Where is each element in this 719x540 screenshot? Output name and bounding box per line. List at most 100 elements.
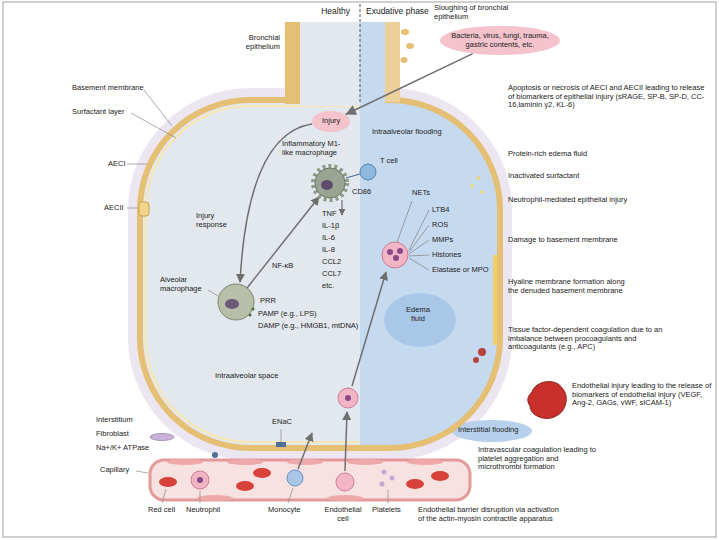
label: Histones — [432, 251, 461, 260]
label: IL-8 — [322, 246, 335, 255]
label: PRR — [260, 297, 276, 306]
inactivated-surfactant — [470, 176, 484, 194]
sloughed-cell — [401, 57, 408, 63]
platelet — [390, 476, 395, 481]
label: AECII — [104, 204, 124, 213]
bronchial-wall — [285, 22, 300, 104]
t-cell — [360, 164, 376, 180]
label: Endothelial barrier disruption via activ… — [418, 506, 563, 523]
endothelial-cells — [167, 459, 443, 501]
label: Exudative phase — [366, 7, 429, 17]
endothelial-cell — [347, 459, 383, 465]
label: ENaC — [272, 418, 292, 427]
mediator-line — [409, 255, 429, 256]
label: Injury response — [196, 212, 238, 229]
label: ROS — [432, 221, 448, 230]
label: LTB4 — [432, 206, 449, 215]
leader-line — [200, 491, 201, 503]
capillary — [150, 460, 470, 500]
leader-line — [136, 471, 148, 473]
neutrophil — [338, 388, 358, 408]
fibroblast — [150, 434, 174, 441]
label: Red cell — [148, 506, 175, 515]
nucleus — [225, 299, 239, 309]
nucleus-lobe — [393, 255, 399, 261]
red-cells — [159, 468, 449, 491]
red-cell — [431, 471, 449, 481]
leader-line — [288, 488, 293, 503]
endothelial-cell — [287, 459, 323, 465]
alveolar-epithelium — [140, 100, 500, 448]
nucleus-lobe — [387, 249, 393, 255]
bronchial-lumen — [360, 22, 385, 106]
monocyte — [287, 470, 303, 486]
mediator-line — [397, 201, 412, 242]
node-text: Bacteria, virus, fungi, trauma, gastric … — [450, 32, 550, 49]
label: Tissue factor-dependent coagulation due … — [508, 326, 680, 352]
endothelial-cell — [197, 495, 233, 501]
label: Elastase or MPO — [432, 266, 489, 275]
surfactant-dot — [480, 190, 484, 194]
label: Bronchial epithelium — [218, 34, 280, 51]
leader-line — [281, 429, 282, 443]
label: Platelets — [372, 506, 401, 515]
migration-arrow — [345, 412, 347, 471]
flooded-alveolar-space — [360, 100, 500, 448]
enac-channel — [276, 442, 286, 447]
label: Interstitial flooding — [458, 426, 518, 435]
platelet — [382, 470, 387, 475]
label: Fibroblast — [96, 430, 129, 439]
receptor — [252, 308, 255, 311]
leader-line — [131, 113, 176, 138]
label: Endothelial injury leading to the releas… — [572, 382, 712, 408]
na-k-pump — [212, 452, 218, 458]
endothelial-cell — [407, 459, 443, 465]
activation-arrow — [247, 197, 319, 288]
label: NF-κB — [272, 262, 293, 271]
red-cell — [236, 481, 254, 491]
label: Apoptosis or necrosis of AECI and AECII … — [508, 84, 708, 110]
divider — [360, 4, 361, 104]
cd86-contact — [346, 174, 360, 178]
leader-line — [127, 164, 147, 165]
mediator-line — [409, 240, 429, 254]
label: Inflammatory M1-like macrophage — [282, 140, 350, 157]
alveolar-macrophage — [218, 284, 254, 320]
leader-line — [127, 208, 138, 209]
surfactant-dot — [470, 184, 474, 188]
label: Damage to basement membrane — [508, 236, 618, 245]
neutrophil — [336, 473, 354, 491]
leader-line — [208, 290, 218, 296]
edema-fluid — [384, 293, 456, 347]
label: CD86 — [352, 188, 371, 197]
red-cell — [159, 477, 177, 487]
mediator-line — [409, 210, 429, 250]
label: CCL2 — [322, 258, 341, 267]
macrophage-ruffles — [313, 166, 347, 200]
label: T cell — [380, 157, 398, 166]
sloughed-cell — [401, 29, 409, 35]
leader-lines — [127, 90, 388, 503]
mediator-line — [409, 225, 429, 252]
label: Intraalveolar flooding — [372, 128, 442, 137]
label: MMPs — [432, 236, 453, 245]
endothelial-cell — [167, 459, 203, 465]
endothelial-cell — [227, 459, 263, 465]
nucleus — [197, 477, 203, 483]
label: Interstitium — [96, 416, 133, 425]
label: IL-6 — [322, 234, 335, 243]
sloughed-cell — [406, 43, 414, 49]
label: Capillary — [100, 466, 129, 475]
label: Protein-rich edema fluid — [508, 150, 587, 159]
nucleus-lobe — [397, 248, 403, 254]
surfactant-dot — [476, 176, 480, 180]
leader-line — [144, 90, 172, 126]
nucleus — [345, 395, 351, 401]
leader-line — [388, 490, 389, 503]
label: Na+/K+ ATPase — [96, 444, 149, 453]
mediator-line — [409, 258, 429, 270]
surfactant-layer — [146, 106, 360, 442]
fibrin-deposit — [473, 357, 479, 363]
label: Basement membrane — [72, 84, 144, 93]
